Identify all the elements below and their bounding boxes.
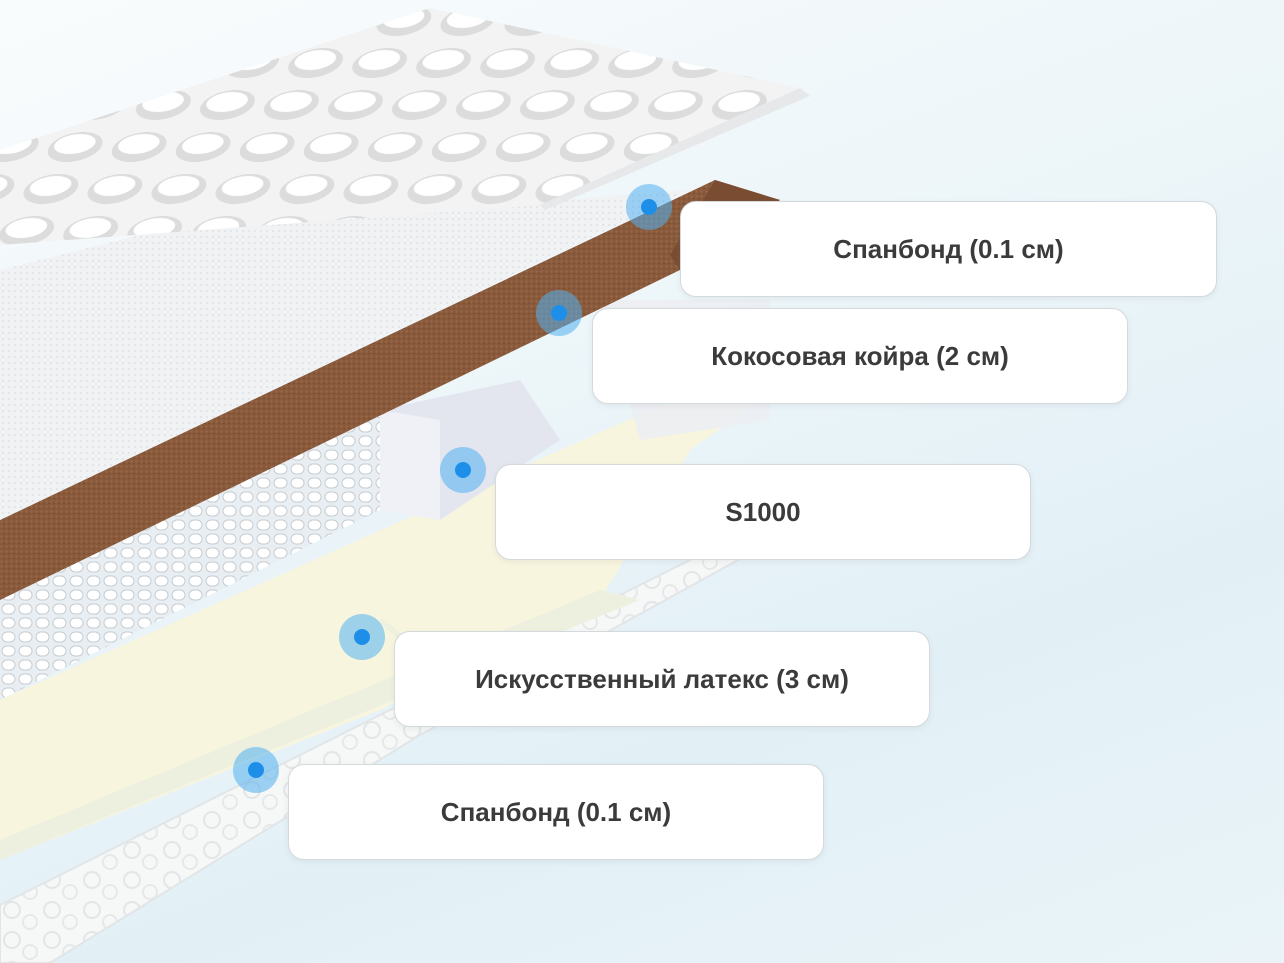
callout-coconut-coir-label: Кокосовая койра (2 см) xyxy=(711,340,1009,371)
callout-artificial-latex: Искусственный латекс (3 см) xyxy=(394,631,930,727)
callout-artificial-latex-label: Искусственный латекс (3 см) xyxy=(475,663,849,694)
callout-spunbond-bottom: Спанбонд (0.1 см) xyxy=(288,764,824,860)
hotspot-artificial-latex[interactable] xyxy=(339,614,385,660)
callout-spring-block-label: S1000 xyxy=(725,496,801,527)
callout-spunbond-top: Спанбонд (0.1 см) xyxy=(680,201,1217,297)
fabric-cover-panel xyxy=(0,165,690,520)
hotspot-coconut-coir[interactable] xyxy=(536,290,582,336)
callout-spring-block: S1000 xyxy=(495,464,1031,560)
quilted-top-cover xyxy=(0,8,810,245)
callout-spunbond-top-label: Спанбонд (0.1 см) xyxy=(833,233,1064,264)
hotspot-spunbond-bottom[interactable] xyxy=(233,747,279,793)
callout-coconut-coir: Кокосовая койра (2 см) xyxy=(592,308,1128,404)
callout-spunbond-bottom-label: Спанбонд (0.1 см) xyxy=(440,796,672,827)
hotspot-spunbond-top[interactable] xyxy=(626,184,672,230)
hotspot-spring-block[interactable] xyxy=(440,447,486,493)
